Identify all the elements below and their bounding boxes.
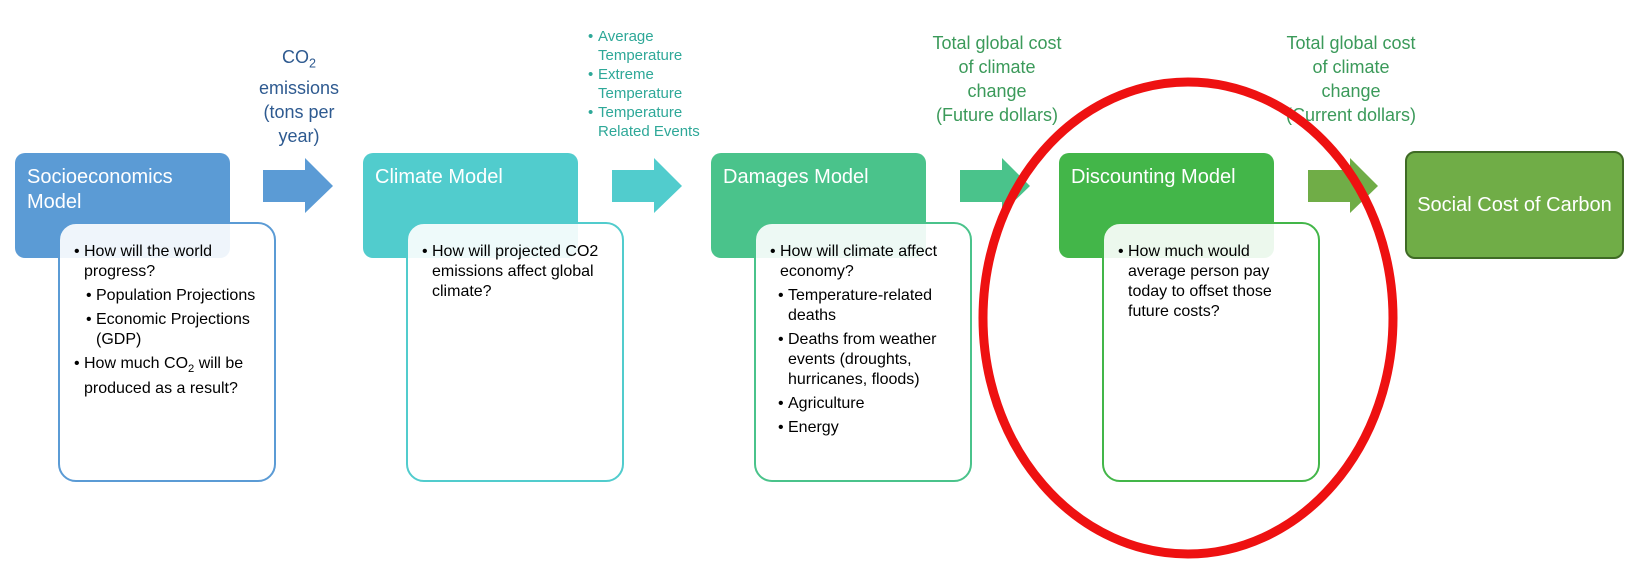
bullet-glyph: • [86,287,92,304]
bullet-text: How will projected CO2 emissions affect … [432,243,599,300]
label-climate-outputs: • Average Temperature • Extreme Temperat… [588,27,713,141]
bullet-text: Temperature-related deaths [788,287,933,324]
bullet-glyph: • [778,331,784,348]
label-line: emissions [258,77,340,98]
label-current-cost: Total global cost of climate change (Cur… [1265,31,1437,127]
bullet-item: • How much CO2 will be produced as a res… [74,354,264,399]
label-line: change [1321,81,1381,101]
card-climate: • How will projected CO2 emissions affec… [406,222,624,482]
bullet-item: • Economic Projections (GDP) [86,310,264,350]
text-fragment: CO [281,47,309,67]
card-damages: • How will climate affect economy? • Tem… [754,222,972,482]
label-line: of climate [1312,57,1390,77]
bullet-glyph: • [588,28,594,45]
label-co2-emissions: CO2 emissions (tons per year) [244,45,354,148]
list-text: Average Temperature [598,28,683,64]
stage-title: Socioeconomics Model [27,166,173,213]
bullet-item: • How will climate affect economy? [770,242,960,282]
text-fragment: will be produced as a result? [84,355,244,398]
bullet-item: • Population Projections [86,286,264,306]
bullet-text: Economic Projections (GDP) [96,311,250,348]
list-text: Extreme Temperature [598,66,683,102]
label-line: (tons per [263,101,335,122]
bullet-item: • How will projected CO2 emissions affec… [422,242,612,302]
bullet-text: Deaths from weather events (droughts, hu… [788,331,937,388]
text-fragment: How much CO [84,355,189,372]
bullet-text: How will the world progress? [84,243,213,280]
subscript: 2 [308,56,316,71]
bullet-glyph: • [422,243,428,260]
list-item: • Average Temperature [588,27,713,65]
bullet-item: • How much would average person pay toda… [1118,242,1308,322]
bullet-item: • Agriculture [778,394,960,414]
stage-title: Climate Model [375,166,503,188]
bullet-glyph: • [588,66,594,83]
bullet-glyph: • [1118,243,1124,260]
bullet-text: Energy [788,419,839,436]
stage-title: Discounting Model [1071,166,1236,188]
label-line: Total global cost [1286,33,1416,53]
bullet-glyph: • [86,311,92,328]
label-line: CO2 [244,45,354,76]
bullet-text: How much would average person pay today … [1128,243,1272,320]
flow-arrow-4 [1308,158,1378,213]
stage-title: Damages Model [723,166,869,188]
bullet-glyph: • [778,419,784,436]
label-line: (Current dollars) [1285,105,1417,125]
label-line: Total global cost [932,33,1062,53]
bullet-glyph: • [778,395,784,412]
subscript: 2 [188,363,195,376]
card-socioeconomics: • How will the world progress? • Populat… [58,222,276,482]
bullet-item: • Energy [778,418,960,438]
bullet-item: • Temperature-related deaths [778,286,960,326]
bullet-glyph: • [770,243,776,260]
list-text: Temperature Related Events [598,104,700,140]
list-item: • Temperature Related Events [588,103,713,141]
card-discounting: • How much would average person pay toda… [1102,222,1320,482]
label-future-cost: Total global cost of climate change (Fut… [912,31,1082,127]
label-line: change [967,81,1027,101]
bullet-glyph: • [74,355,80,372]
label-line: year) [278,125,320,146]
list-item: • Extreme Temperature [588,65,713,103]
flow-arrow-2 [612,158,682,213]
flow-arrow-1 [263,158,333,213]
flow-arrow-3 [960,158,1030,213]
bullet-text: Agriculture [788,395,865,412]
bullet-item: • Deaths from weather events (droughts, … [778,330,960,390]
bullet-glyph: • [74,243,80,260]
label-line: (Future dollars) [935,105,1059,125]
bullet-text: Population Projections [96,287,256,304]
stage-title: Social Cost of Carbon [1417,193,1612,216]
bullet-text: How much CO2 will be produced as a resul… [84,354,264,399]
bullet-glyph: • [778,287,784,304]
bullet-text: How will climate affect economy? [780,243,938,280]
stage-social-cost-of-carbon: Social Cost of Carbon [1405,151,1624,259]
bullet-glyph: • [588,104,594,121]
label-line: of climate [958,57,1036,77]
bullet-item: • How will the world progress? [74,242,264,282]
